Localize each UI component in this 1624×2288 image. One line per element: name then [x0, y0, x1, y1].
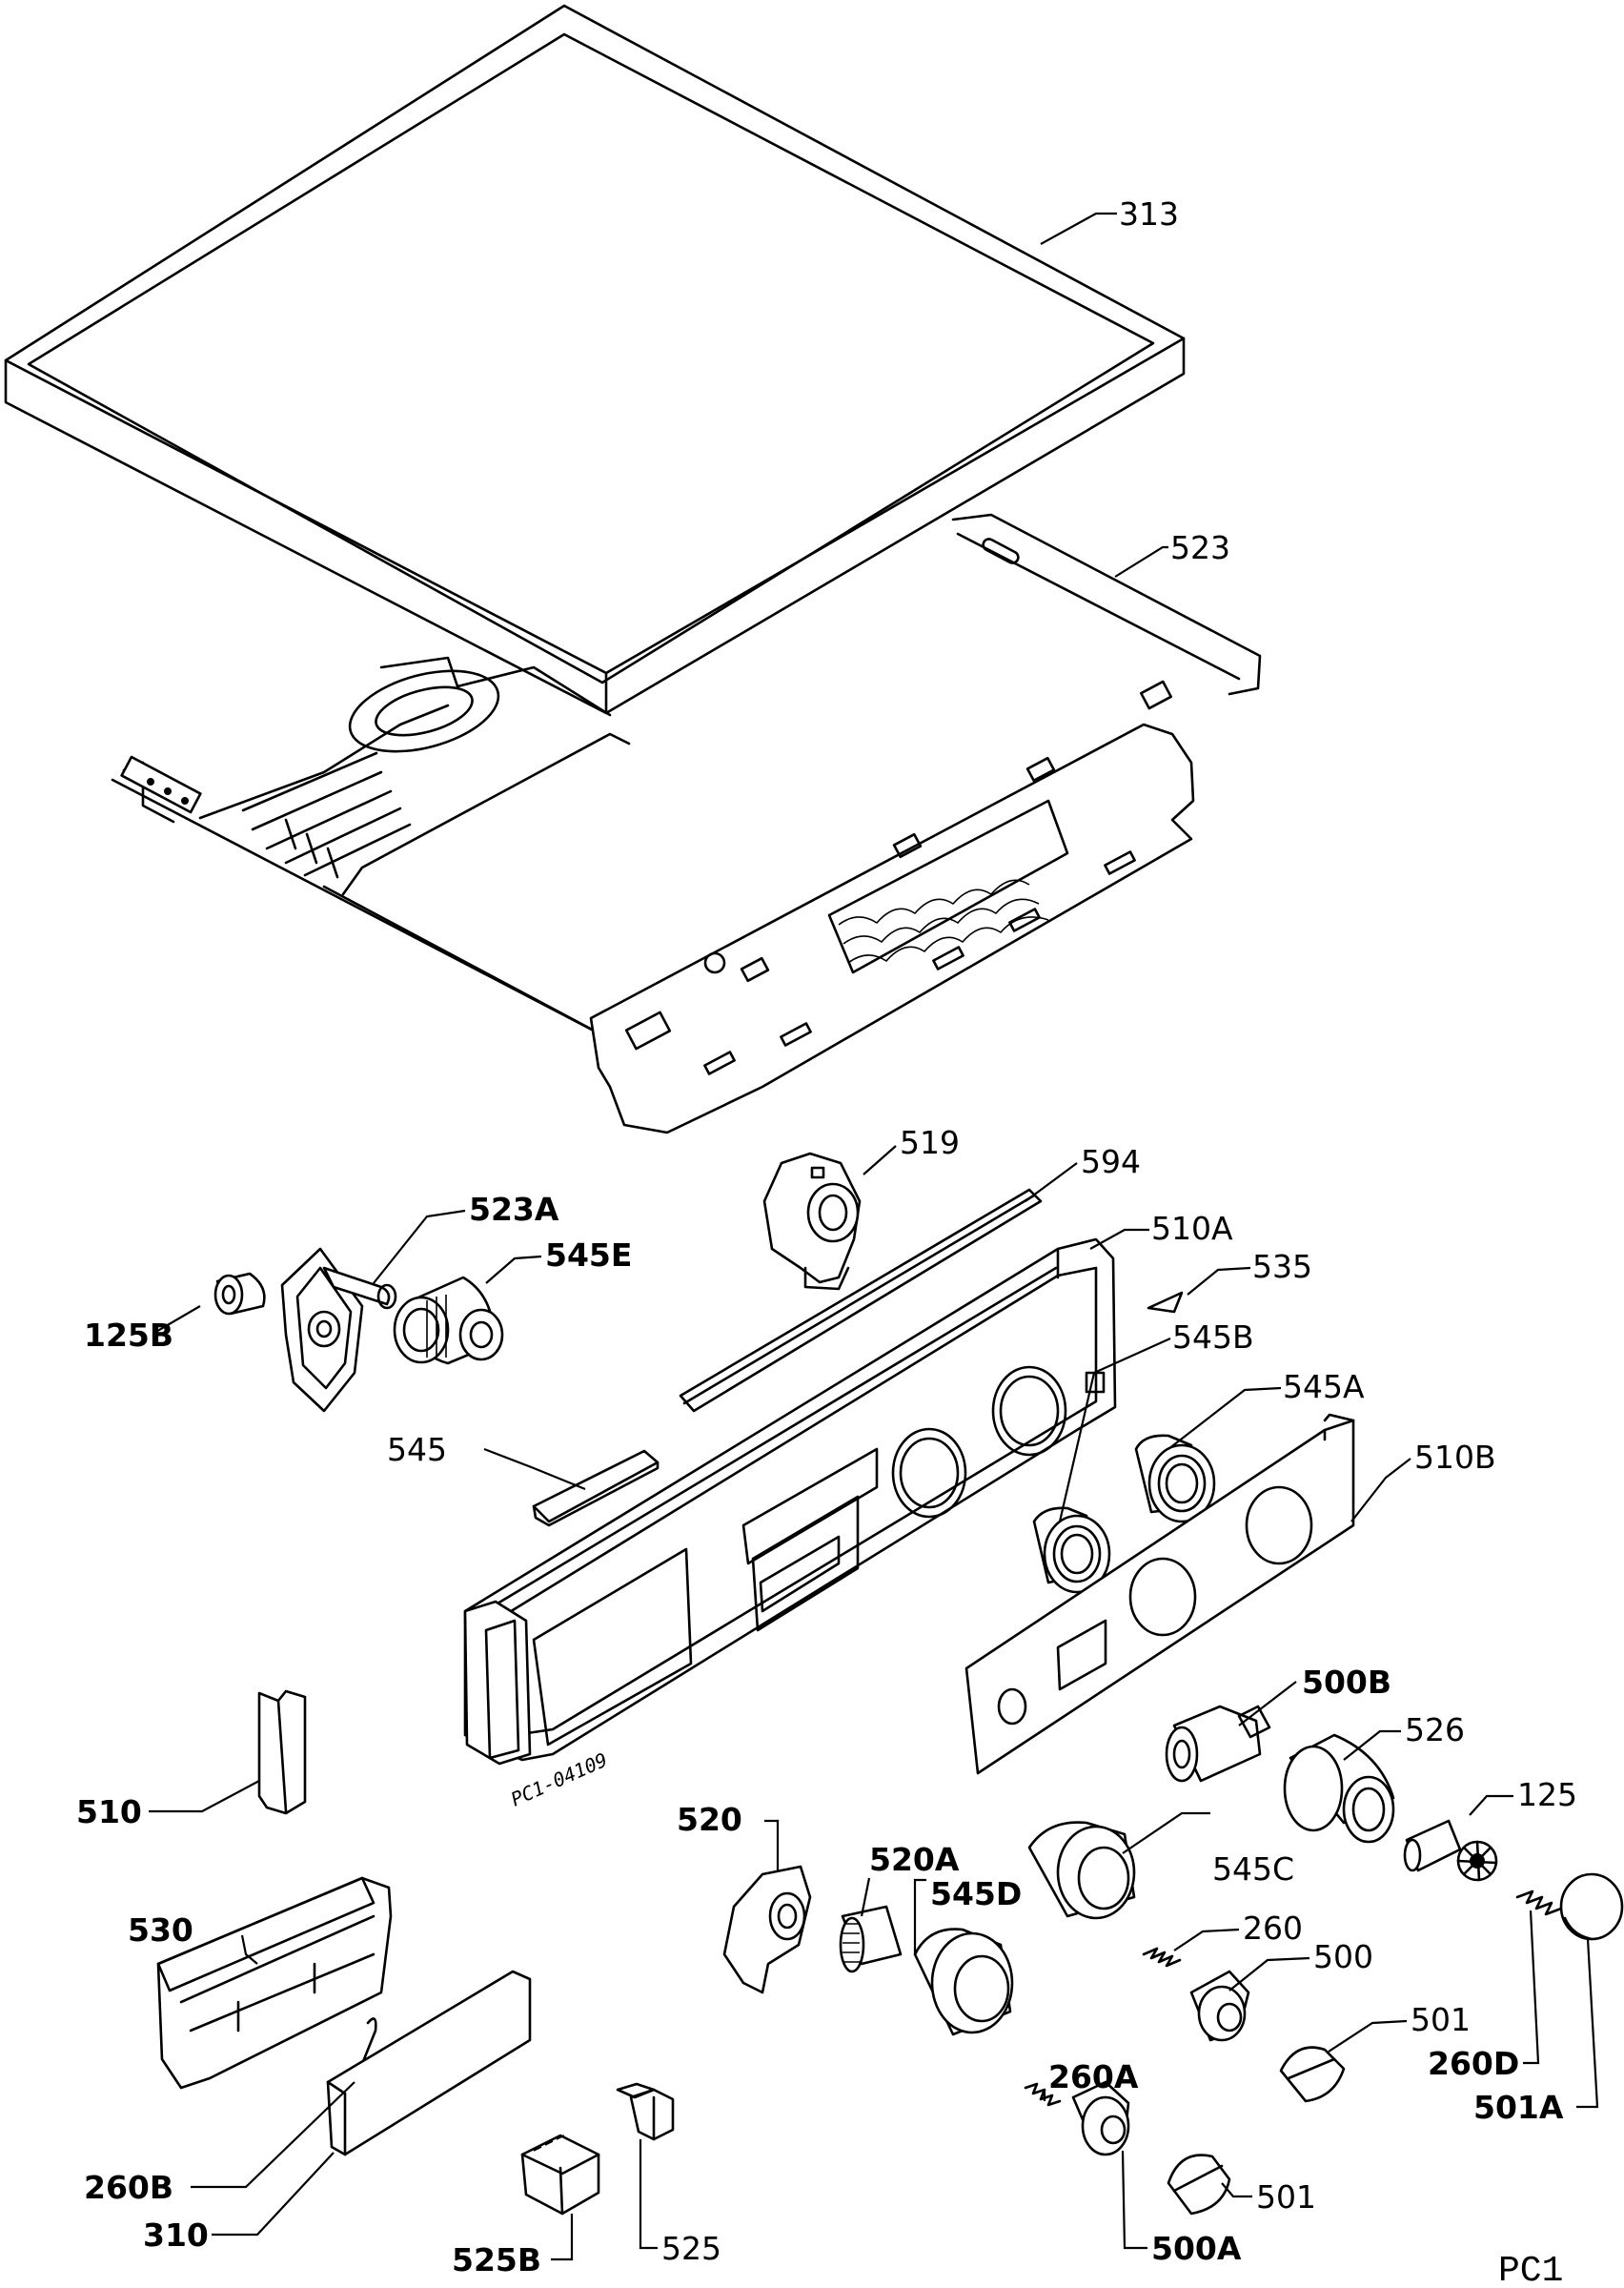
- callout-260b: 260B: [84, 2169, 173, 2206]
- callout-510: 510: [76, 1793, 142, 1830]
- part-260d-spring: [1515, 1890, 1563, 1916]
- part-520a-gear: [839, 1905, 903, 1973]
- part-545-bar: [532, 1449, 660, 1527]
- callout-510a: 510A: [1151, 1210, 1233, 1247]
- callout-125b: 125B: [84, 1317, 173, 1354]
- part-530-drawer-front: [156, 1876, 393, 2090]
- part-310-cover: [326, 1970, 532, 2156]
- part-594-rod: [679, 1188, 1043, 1413]
- callout-260: 260: [1243, 1910, 1303, 1947]
- callout-519: 519: [900, 1124, 960, 1161]
- callout-501-upper: 501: [1411, 2001, 1471, 2038]
- callout-125: 125: [1517, 1776, 1577, 1813]
- part-535-clip: [1147, 1291, 1184, 1314]
- callout-313: 313: [1119, 195, 1179, 233]
- part-510b-faceplate: [964, 1413, 1355, 1775]
- part-500a-knob-base: [1071, 2080, 1130, 2156]
- callout-523a: 523A: [469, 1191, 559, 1228]
- part-500b-shaft: [1165, 1705, 1271, 1783]
- part-125b-plug: [213, 1272, 266, 1316]
- part-501-knob-upper: [1279, 2046, 1346, 2103]
- part-519-selector-bracket: [762, 1152, 862, 1291]
- callout-523: 523: [1170, 529, 1230, 566]
- callout-510b: 510B: [1414, 1439, 1496, 1476]
- callout-525b: 525B: [452, 2241, 541, 2278]
- part-526-sleeve: [1283, 1733, 1395, 1844]
- callout-594: 594: [1081, 1143, 1141, 1180]
- callout-310: 310: [143, 2216, 209, 2254]
- callout-530: 530: [128, 1911, 193, 1949]
- callout-520: 520: [677, 1801, 742, 1838]
- callout-545: 545: [387, 1431, 447, 1468]
- part-260a-spring: [1024, 2082, 1062, 2107]
- callout-501-lower: 501: [1256, 2178, 1316, 2216]
- callout-525: 525: [661, 2230, 721, 2267]
- part-545c-bezel: [1027, 1821, 1136, 1920]
- callout-545d: 545D: [930, 1875, 1022, 1912]
- part-523-frame: [111, 513, 1262, 1134]
- callout-545a: 545A: [1283, 1368, 1365, 1405]
- part-125-shaft-gear: [1403, 1819, 1498, 1882]
- part-510-angle-strip: [257, 1689, 307, 1815]
- callout-500a: 500A: [1151, 2230, 1242, 2267]
- callout-501a: 501A: [1473, 2089, 1564, 2126]
- part-520-bracket: [722, 1865, 812, 1994]
- part-510a-control-panel: [463, 1237, 1117, 1766]
- callout-545e: 545E: [545, 1236, 632, 1274]
- part-501-knob-lower: [1167, 2154, 1231, 2216]
- part-525b-switch: [520, 2134, 600, 2216]
- frame-mesh-grille: [838, 879, 1049, 964]
- callout-500: 500: [1313, 1938, 1373, 1975]
- part-545e-bushing: [393, 1276, 504, 1365]
- callout-260d: 260D: [1428, 2045, 1519, 2082]
- part-523a-bracket: [280, 1247, 397, 1413]
- callout-520a: 520A: [869, 1841, 960, 1878]
- callout-526: 526: [1405, 1711, 1465, 1748]
- callout-500b: 500B: [1302, 1664, 1391, 1701]
- part-525-switch: [616, 2082, 675, 2141]
- callout-260a: 260A: [1048, 2058, 1139, 2095]
- part-313-top-lid: [4, 4, 1186, 715]
- callout-labels: 313 523 519 594 523A 545E 125B 510A 535 …: [76, 195, 1577, 2278]
- part-501a-cap: [1559, 1872, 1624, 1941]
- callout-545b: 545B: [1172, 1318, 1254, 1356]
- drawing-code: PC1: [1498, 2251, 1563, 2288]
- part-500-knob-base: [1189, 1970, 1250, 2042]
- part-545d-bezel: [913, 1928, 1014, 2036]
- callout-545c: 545C: [1212, 1850, 1294, 1888]
- part-545b-bezel: [1032, 1506, 1111, 1594]
- leader-lines: [149, 212, 1599, 2261]
- part-545a-bezel: [1134, 1434, 1216, 1523]
- callout-535: 535: [1252, 1248, 1312, 1285]
- part-260-spring: [1142, 1947, 1182, 1968]
- frame-rib-slots: [241, 751, 412, 879]
